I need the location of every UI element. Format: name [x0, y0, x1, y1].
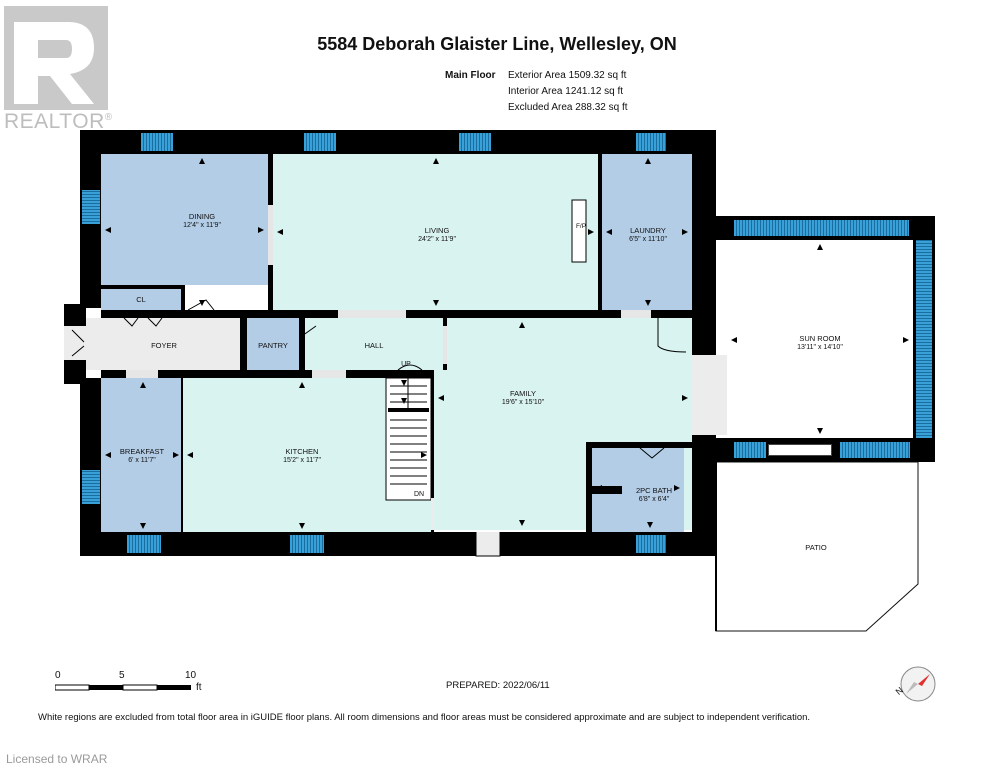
label-laundry: LAUNDRY 6'5" x 11'10"	[606, 226, 690, 244]
wall-foyer-pantry	[240, 318, 247, 370]
label-kitchen: KITCHEN 15'2" x 11'7"	[260, 447, 344, 465]
laundry-dims: 6'5" x 11'10"	[629, 236, 667, 243]
dining-name: DINING	[188, 212, 216, 221]
wall-pantry-hall	[299, 318, 305, 370]
label-breakfast: BREAKFAST 6' x 11'7"	[100, 447, 184, 465]
license-watermark: Licensed to WRAR	[6, 752, 108, 766]
family-dims: 19'6" x 15'10"	[501, 399, 545, 406]
room-cl	[101, 289, 181, 311]
floor-plan: DINING 12'4" x 11'9" LIVING 24'2" x 11'9…	[64, 130, 935, 632]
window-north-4	[636, 133, 666, 151]
dining-dims: 12'4" x 11'9"	[183, 222, 221, 229]
wall-west-lower	[80, 378, 101, 556]
window-north-3	[459, 133, 491, 151]
prepared-date: PREPARED: 2022/06/11	[446, 680, 550, 691]
realtor-brand-text: REALTOR	[4, 110, 105, 133]
kitchen-name: KITCHEN	[285, 447, 319, 456]
room-living	[273, 154, 598, 310]
label-dn: DN	[413, 491, 425, 498]
window-north-2	[304, 133, 336, 151]
realtor-logo-mark	[4, 6, 108, 110]
scale-tick-10: 10	[185, 670, 197, 681]
wall-bath-west	[586, 442, 592, 532]
floor-name: Main Floor	[445, 70, 496, 81]
window-south-3	[636, 535, 666, 553]
interior-area: Interior Area 1241.12 sq ft	[508, 86, 624, 97]
bath-dims: 6'8" x 6'4"	[638, 496, 670, 503]
scale-tick-0: 0	[55, 670, 61, 681]
label-patio: PATIO	[805, 543, 827, 552]
room-pantry	[247, 318, 299, 370]
label-foyer: FOYER	[151, 341, 177, 350]
label-pantry: PANTRY	[258, 341, 288, 350]
room-breakfast	[101, 378, 183, 533]
label-sunroom: SUN ROOM 13'11" x 14'10"	[778, 334, 862, 352]
wall-south	[80, 532, 716, 556]
room-kitchen	[183, 378, 386, 533]
room-sunroom	[727, 240, 913, 438]
label-cl: CL	[136, 295, 146, 304]
label-living: LIVING 24'2" x 11'9"	[395, 226, 479, 244]
room-laundry	[602, 154, 692, 310]
kitchen-dims: 15'2" x 11'7"	[283, 457, 321, 464]
sunroom-name: SUN ROOM	[799, 334, 841, 343]
label-bath: 2PC BATH 6'8" x 6'4"	[612, 486, 696, 504]
sunroom-window-east	[916, 240, 932, 438]
room-dining	[101, 154, 268, 285]
wall-foyer-bottom	[101, 370, 434, 378]
patio-outline	[715, 461, 919, 632]
door-swings	[71, 199, 716, 557]
stairs	[385, 372, 432, 501]
compass: N	[894, 664, 938, 704]
wall-family-west	[431, 378, 434, 533]
label-hall: HALL	[364, 341, 384, 350]
scale-unit: ft	[196, 682, 202, 693]
realtor-reg-mark: ®	[104, 112, 113, 123]
bath-name: 2PC BATH	[635, 486, 673, 495]
window-north-1	[141, 133, 173, 151]
label-fp: F/P	[575, 223, 587, 230]
label-dining: DINING 12'4" x 11'9"	[160, 212, 244, 230]
wall-cl-top	[101, 285, 185, 289]
label-up: UP	[401, 361, 411, 368]
scale-bar	[55, 684, 191, 691]
scale-tick-5: 5	[119, 670, 125, 681]
family-name: FAMILY	[509, 389, 537, 398]
wall-north	[80, 130, 716, 154]
wall-living-laundry	[598, 154, 602, 310]
wall-cl-right	[181, 285, 185, 310]
wall-bath-top	[586, 442, 692, 448]
sunroom-window-south-1	[734, 442, 766, 458]
page-title: 5584 Deborah Glaister Line, Wellesley, O…	[317, 34, 677, 54]
dimension-arrows	[105, 158, 909, 529]
realtor-logo	[4, 6, 108, 110]
sunroom-window-north	[734, 220, 909, 236]
excluded-area: Excluded Area 288.32 sq ft	[508, 102, 628, 113]
breakfast-name: BREAKFAST	[119, 447, 165, 456]
sunroom-door	[768, 444, 832, 456]
wall-breakfast-kitchen	[181, 378, 183, 533]
sunroom-window-south-2	[840, 442, 910, 458]
entry-door-opening	[64, 326, 86, 360]
room-kitchen-lower	[386, 500, 434, 533]
wall-east	[692, 130, 716, 556]
disclaimer: White regions are excluded from total fl…	[38, 712, 811, 723]
room-foyer	[86, 318, 240, 370]
window-south-2	[290, 535, 324, 553]
living-dims: 24'2" x 11'9"	[418, 236, 456, 243]
compass-icon	[900, 666, 936, 702]
realtor-wordmark: REALTOR®	[4, 110, 113, 134]
wall-bath-inner	[592, 486, 622, 494]
window-west-2	[82, 470, 100, 504]
living-name: LIVING	[424, 226, 450, 235]
breakfast-dims: 6' x 11'7"	[128, 457, 156, 464]
sunroom-dims: 13'11" x 14'10"	[797, 344, 843, 351]
laundry-name: LAUNDRY	[630, 226, 666, 235]
window-south-1	[127, 535, 161, 553]
exterior-area: Exterior Area 1509.32 sq ft	[508, 70, 627, 81]
label-family: FAMILY 19'6" x 15'10"	[481, 389, 565, 407]
window-west-1	[82, 190, 100, 224]
room-hall	[305, 318, 443, 370]
